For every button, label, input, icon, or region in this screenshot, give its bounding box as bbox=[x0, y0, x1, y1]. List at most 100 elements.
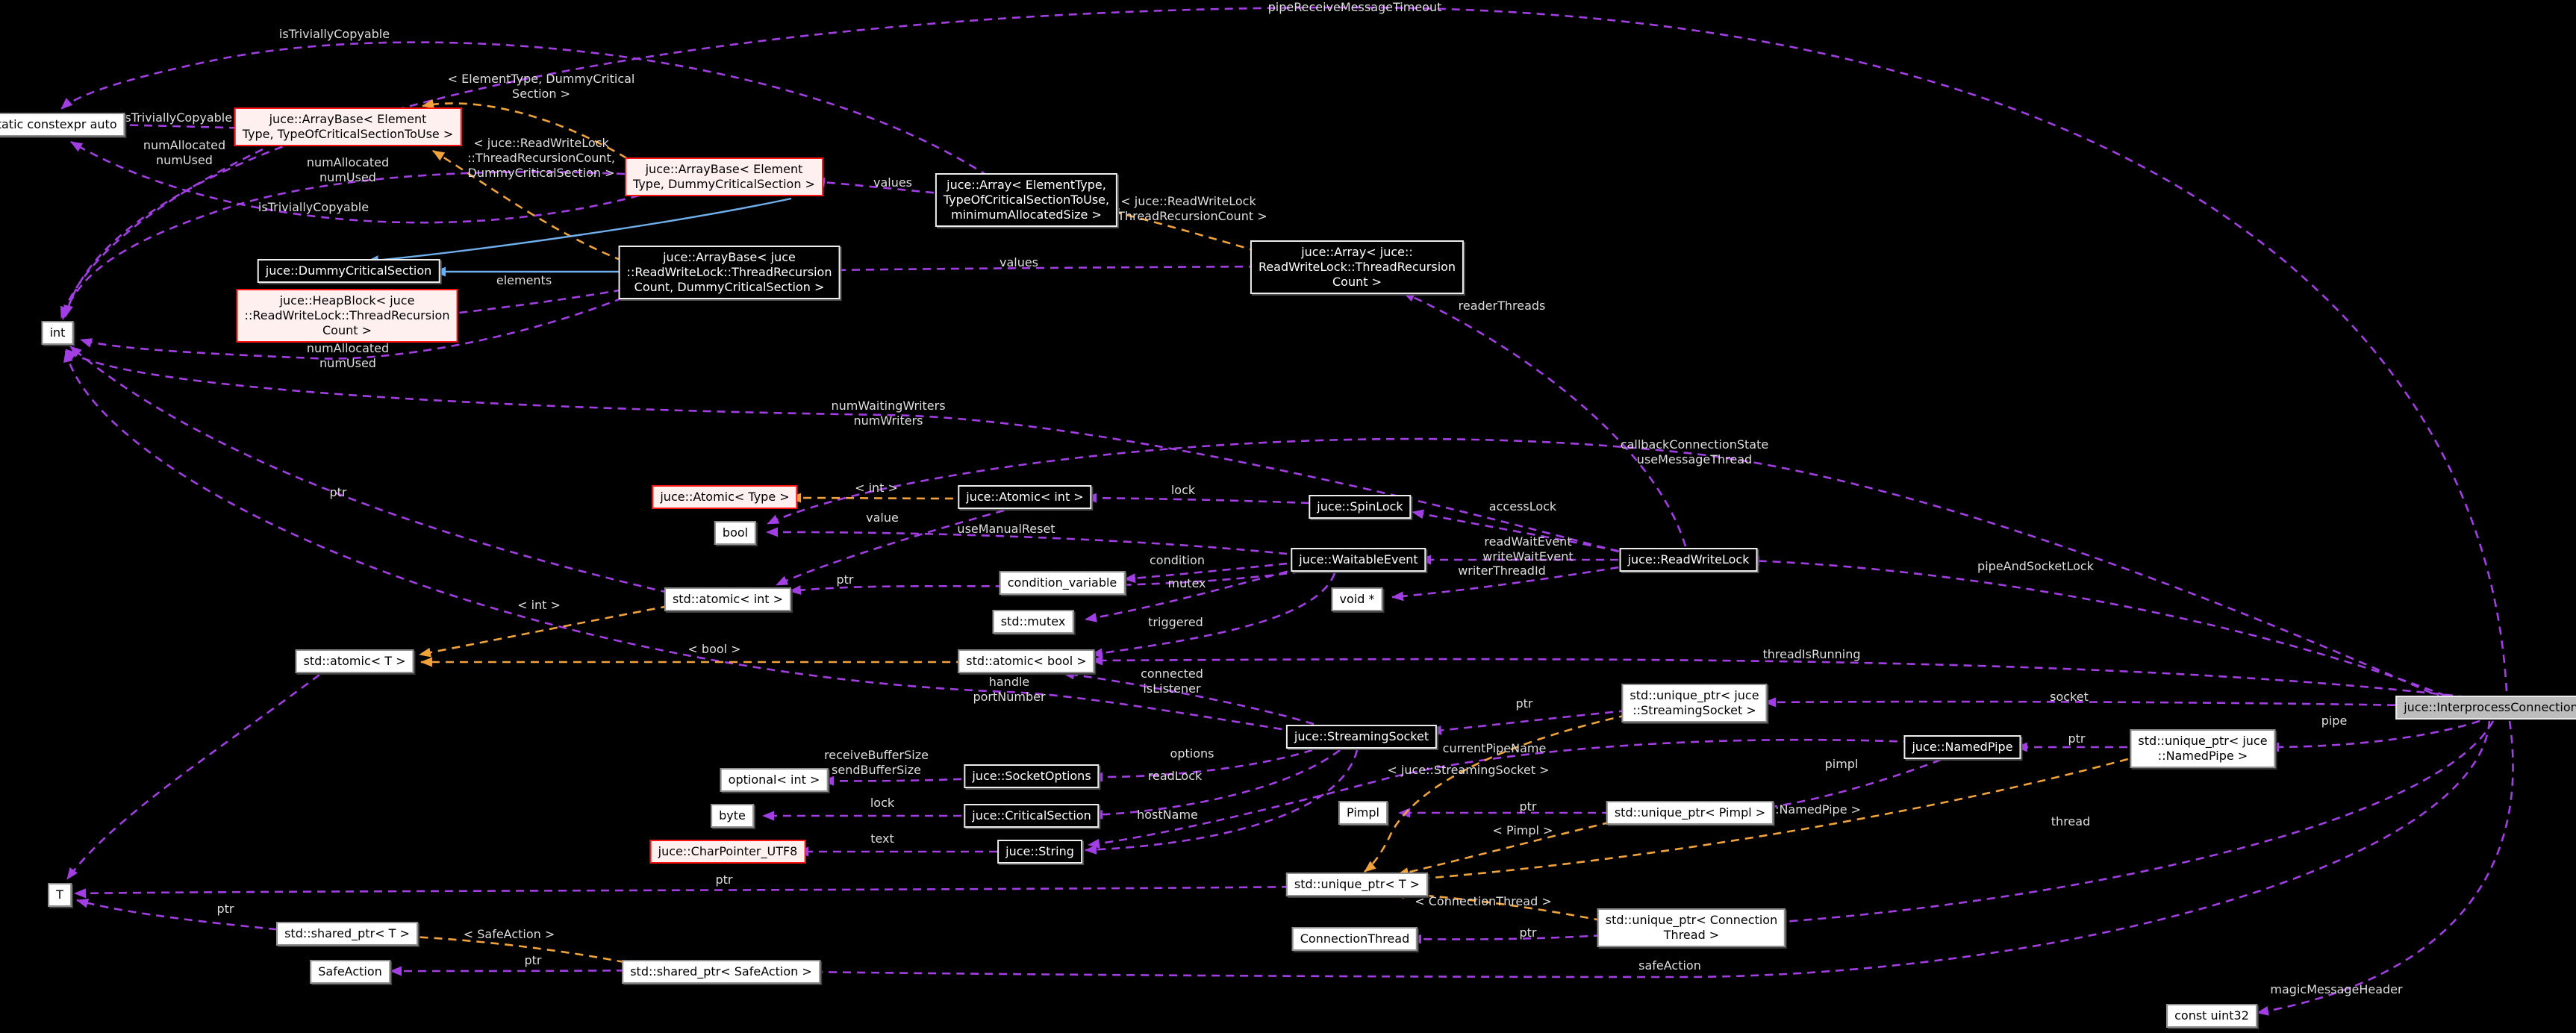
edge-condition bbox=[1123, 561, 1302, 584]
node-uptr_pimpl[interactable]: std::unique_ptr< Pimpl > bbox=[1606, 801, 1774, 825]
edge-label: readLock bbox=[1147, 769, 1203, 783]
edge-pipe bbox=[2267, 720, 2480, 752]
edge-ptr-connthread bbox=[1409, 933, 1617, 944]
edge-label: writerThreadId bbox=[1458, 564, 1546, 578]
edge-thread bbox=[1771, 720, 2495, 927]
node-streamsocket[interactable]: juce::StreamingSocket bbox=[1285, 725, 1438, 749]
edge-label: ptr bbox=[216, 902, 234, 916]
edge-label: < Pimpl > bbox=[1492, 823, 1553, 837]
edge-threadIsRunning bbox=[1091, 655, 2468, 699]
node-uptr_np[interactable]: std::unique_ptr< juce ::NamedPipe > bbox=[2130, 729, 2276, 768]
edge-tmpl-sptr-sa bbox=[408, 932, 640, 967]
edge-label: currentPipeName bbox=[1442, 741, 1547, 755]
edge-label: < bool > bbox=[687, 642, 741, 656]
node-voidptr[interactable]: void * bbox=[1331, 587, 1383, 611]
node-waitable[interactable]: juce::WaitableEvent bbox=[1291, 548, 1426, 572]
edge-currentPipeName bbox=[1088, 738, 1912, 849]
node-sockopts[interactable]: juce::SocketOptions bbox=[964, 764, 1100, 788]
node-arraybase3[interactable]: juce::ArrayBase< juce ::ReadWriteLock::T… bbox=[618, 246, 841, 299]
node-safeaction[interactable]: SafeAction bbox=[310, 960, 390, 984]
node-atomic_int[interactable]: juce::Atomic< int > bbox=[958, 485, 1092, 509]
edge-hostName bbox=[1085, 749, 1359, 855]
edge-tmpl-arraybase3 bbox=[432, 149, 637, 267]
node-atomic_type[interactable]: juce::Atomic< Type > bbox=[652, 485, 798, 509]
edge-label: readerThreads bbox=[1458, 299, 1546, 313]
node-array2[interactable]: juce::Array< juce:: ReadWriteLock::Threa… bbox=[1250, 240, 1465, 294]
node-critsec[interactable]: juce::CriticalSection bbox=[964, 804, 1100, 828]
edge-socket bbox=[1764, 697, 2410, 708]
node-stdmutex[interactable]: std::mutex bbox=[992, 610, 1074, 634]
edge-elements bbox=[446, 286, 637, 318]
edge-readLock bbox=[1091, 749, 1341, 820]
edge-isTriviallyCopyable-3 bbox=[70, 140, 640, 224]
node-dummy[interactable]: juce::DummyCriticalSection bbox=[257, 259, 440, 283]
edge-isTriviallyCopyable-1 bbox=[60, 41, 989, 178]
node-spinlock[interactable]: juce::SpinLock bbox=[1309, 495, 1412, 519]
edge-safeAction bbox=[805, 720, 2491, 979]
edge-label: lock bbox=[870, 796, 895, 810]
edge-label: ptr bbox=[715, 873, 733, 887]
node-connthread[interactable]: ConnectionThread bbox=[1291, 927, 1418, 951]
edge-inherit-arraybase2-dummy bbox=[367, 197, 792, 266]
node-stdatomic_bool[interactable]: std::atomic< bool > bbox=[958, 649, 1095, 673]
edge-value bbox=[776, 509, 1005, 587]
edge-label: triggered bbox=[1148, 615, 1203, 629]
edge-label: lock bbox=[1170, 483, 1196, 497]
edge-tmpl-stdatomic-int bbox=[419, 605, 670, 658]
edge-label: isTriviallyCopyable bbox=[121, 110, 233, 125]
edge-label: isTriviallyCopyable bbox=[258, 200, 369, 214]
edge-label: options bbox=[1170, 746, 1214, 761]
edge-label: ptr bbox=[1519, 799, 1537, 814]
edge-pipeAndSocketLock bbox=[1747, 556, 2473, 708]
edge-label: hostName bbox=[1137, 808, 1198, 822]
edge-label: numAllocated numUsed bbox=[143, 138, 226, 167]
node-charptr[interactable]: juce::CharPointer_UTF8 bbox=[649, 840, 806, 864]
node-sptr_sa[interactable]: std::shared_ptr< SafeAction > bbox=[622, 960, 820, 984]
edge-label: safeAction bbox=[1638, 958, 1701, 973]
edge-label: value bbox=[866, 511, 899, 525]
edge-label: pipeReceiveMessageTimeout bbox=[1267, 0, 1442, 14]
edge-ptr-safeaction bbox=[390, 966, 640, 976]
edge-pipeReceiveMessageTimeout bbox=[63, 6, 2508, 692]
node-uptr_t[interactable]: std::unique_ptr< T > bbox=[1285, 873, 1429, 896]
node-uint32[interactable]: const uint32 bbox=[2166, 1004, 2257, 1028]
node-optional[interactable]: optional< int > bbox=[720, 768, 829, 792]
edge-label: values bbox=[873, 175, 913, 190]
node-auto[interactable]: static constexpr auto bbox=[0, 113, 125, 137]
edge-label: < SafeAction > bbox=[463, 927, 555, 941]
node-sptr_t[interactable]: std::shared_ptr< T > bbox=[276, 922, 418, 946]
edge-atomicT-to-T bbox=[66, 673, 320, 880]
edge-ptr-streamsocket bbox=[1429, 709, 1628, 735]
node-array1[interactable]: juce::Array< ElementType, TypeOfCritical… bbox=[935, 173, 1118, 227]
node-rwlock[interactable]: juce::ReadWriteLock bbox=[1619, 548, 1758, 572]
edge-tmpl-array2 bbox=[1107, 208, 1272, 257]
node-heapblock[interactable]: juce::HeapBlock< juce ::ReadWriteLock::T… bbox=[236, 289, 458, 343]
node-namedpipe[interactable]: juce::NamedPipe bbox=[1903, 735, 2021, 759]
node-bool[interactable]: bool bbox=[714, 521, 757, 545]
edge-values-1 bbox=[813, 177, 949, 196]
node-arraybase2[interactable]: juce::ArrayBase< Element Type, DummyCrit… bbox=[625, 157, 823, 196]
node-T[interactable]: T bbox=[48, 883, 72, 907]
edge-ptr-int bbox=[69, 346, 670, 594]
node-byte[interactable]: byte bbox=[711, 804, 754, 828]
node-pimpl[interactable]: Pimpl bbox=[1338, 801, 1388, 825]
node-arraybase1[interactable]: juce::ArrayBase< Element Type, TypeOfCri… bbox=[234, 107, 462, 146]
edge-label: pimpl bbox=[1824, 757, 1859, 771]
node-uptr_ct[interactable]: std::unique_ptr< Connection Thread > bbox=[1597, 908, 1786, 947]
edge-label: ptr bbox=[2068, 731, 2086, 746]
edge-label: receiveBufferSize sendBufferSize bbox=[824, 748, 929, 777]
node-stdatomic_int[interactable]: std::atomic< int > bbox=[664, 587, 792, 611]
node-condvar[interactable]: condition_variable bbox=[999, 571, 1126, 595]
edge-label: condition bbox=[1150, 553, 1205, 567]
node-string[interactable]: juce::String bbox=[997, 840, 1082, 864]
node-stdatomic_t[interactable]: std::atomic< T > bbox=[295, 649, 414, 673]
edge-label: < juce::ReadWriteLock ::ThreadRecursionC… bbox=[467, 136, 615, 180]
edge-label: < ConnectionThread > bbox=[1415, 894, 1552, 908]
node-int[interactable]: int bbox=[41, 321, 74, 345]
edge-label: numAllocated numUsed bbox=[306, 341, 390, 370]
edge-triggered bbox=[1091, 572, 1336, 658]
edge-options bbox=[1091, 749, 1313, 782]
node-uptr_ss[interactable]: std::unique_ptr< juce ::StreamingSocket … bbox=[1621, 684, 1768, 723]
node-ipc[interactable]: juce::InterprocessConnection bbox=[2395, 696, 2576, 720]
edge-pimpl bbox=[1759, 758, 1942, 812]
